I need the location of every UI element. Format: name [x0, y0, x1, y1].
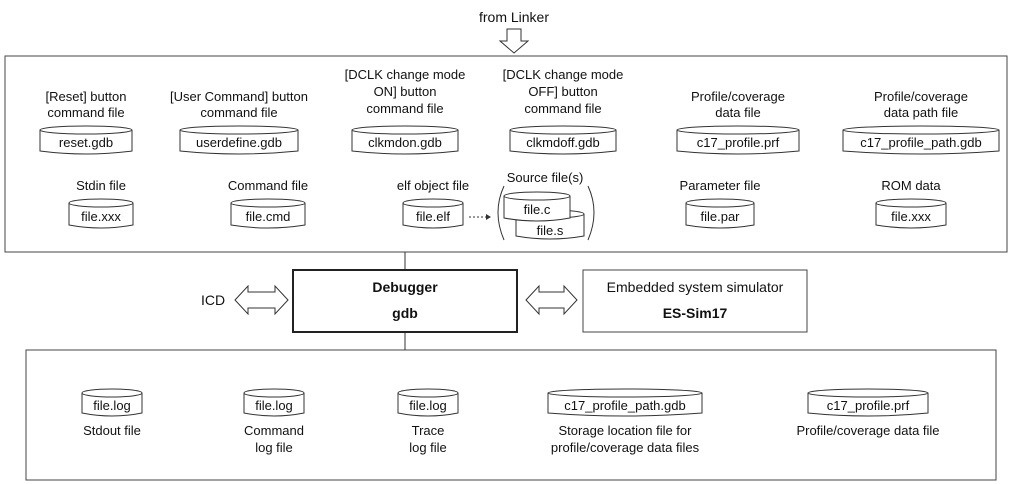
cylinder-icon	[230, 203, 306, 229]
file-name: clkmdon.gdb	[368, 135, 442, 150]
bottom-file-caption: Trace	[412, 423, 445, 438]
mid-file-caption: elf object file	[397, 178, 469, 193]
file-name: userdefine.gdb	[196, 135, 282, 150]
file-name: file.cmd	[246, 209, 291, 224]
file-name: c17_profile_path.gdb	[860, 135, 981, 150]
cylinder-icon	[68, 203, 134, 229]
source-caption: Source file(s)	[507, 170, 584, 185]
right-paren	[587, 185, 595, 241]
top-file-caption: command file	[200, 105, 277, 120]
top-file-0: [Reset] button command file reset.gdb	[39, 89, 133, 155]
file-name: file.log	[409, 398, 447, 413]
file-name: c17_profile_path.gdb	[564, 398, 685, 413]
mid-file-caption: Parameter file	[680, 178, 761, 193]
from-linker-label: from Linker	[479, 9, 549, 25]
simulator-title: Embedded system simulator	[607, 279, 784, 295]
file-name: reset.gdb	[59, 135, 113, 150]
top-file-caption: [User Command] button	[170, 89, 308, 104]
top-file-caption: data path file	[884, 105, 958, 120]
bottom-file-caption: profile/coverage data files	[551, 440, 700, 455]
bottom-file-caption: Storage location file for	[559, 423, 693, 438]
arrowhead-icon	[486, 214, 491, 220]
cylinder-icon	[503, 196, 571, 222]
cylinder-icon	[39, 130, 133, 155]
simulator-box	[582, 269, 808, 333]
double-arrow-icon	[525, 284, 578, 316]
cylinder-icon	[807, 393, 929, 417]
simulator-subtitle: ES-Sim17	[663, 305, 728, 321]
file-name: file.log	[93, 398, 131, 413]
cylinder-icon	[842, 130, 1000, 155]
mid-file-1: Command file file.cmd	[228, 178, 308, 229]
bottom-file-0: file.log Stdout file	[81, 388, 143, 438]
bottom-file-caption: Profile/coverage data file	[796, 423, 939, 438]
mid-file-4: ROM data file.xxx	[875, 178, 947, 229]
input-files-panel	[4, 55, 1008, 253]
icd-label: ICD	[201, 292, 225, 308]
top-file-5: Profile/coverage data path file c17_prof…	[842, 89, 1000, 155]
top-file-caption: Profile/coverage	[691, 89, 785, 104]
top-file-caption: command file	[366, 101, 443, 116]
bottom-file-caption: Stdout file	[83, 423, 141, 438]
bottom-file-caption: log file	[409, 440, 447, 455]
debugger-box	[292, 269, 518, 333]
top-file-caption: data file	[715, 105, 761, 120]
top-file-4: Profile/coverage data file c17_profile.p…	[676, 89, 800, 155]
top-file-caption: Profile/coverage	[874, 89, 968, 104]
cylinder-icon	[351, 130, 459, 155]
cylinder-icon	[509, 130, 617, 155]
top-file-3: [DCLK change mode OFF] button command fi…	[503, 67, 624, 155]
mid-file-0: Stdin file file.xxx	[68, 178, 134, 229]
down-arrow-icon	[498, 28, 530, 54]
file-name: file.xxx	[891, 209, 931, 224]
mid-file-caption: Stdin file	[76, 178, 126, 193]
mid-file-caption: ROM data	[881, 178, 941, 193]
file-name: c17_profile.prf	[827, 398, 910, 413]
cylinder-icon	[685, 203, 755, 229]
file-name: file.xxx	[81, 209, 121, 224]
cylinder-icon	[402, 203, 464, 229]
double-arrow-icon	[234, 284, 289, 316]
top-file-caption: command file	[47, 105, 124, 120]
mid-file-3: Parameter file file.par	[680, 178, 761, 229]
top-file-caption: command file	[524, 101, 601, 116]
cylinder-icon	[243, 393, 305, 417]
top-file-caption: [Reset] button	[46, 89, 127, 104]
debugger-subtitle: gdb	[392, 305, 418, 321]
file-name: file.s	[537, 223, 564, 238]
bottom-file-4: c17_profile.prf Profile/coverage data fi…	[796, 388, 940, 438]
mid-file-caption: Command file	[228, 178, 308, 193]
bottom-file-2: file.log Trace log file	[397, 388, 459, 455]
file-name: file.par	[700, 209, 740, 224]
cylinder-icon	[875, 203, 947, 229]
bottom-file-3: c17_profile_path.gdb Storage location fi…	[547, 388, 703, 455]
file-name: file.log	[255, 398, 293, 413]
top-file-caption: ON] button	[374, 84, 437, 99]
file-name: c17_profile.prf	[697, 135, 780, 150]
left-paren	[497, 185, 505, 241]
bottom-file-1: file.log Command log file	[243, 388, 305, 455]
top-file-caption: [DCLK change mode	[503, 67, 624, 82]
top-file-caption: [DCLK change mode	[345, 67, 466, 82]
cylinder-icon	[397, 393, 459, 417]
cylinder-icon	[547, 393, 703, 417]
bottom-file-caption: log file	[255, 440, 293, 455]
top-file-2: [DCLK change mode ON] button command fil…	[345, 67, 466, 155]
file-name: clkmdoff.gdb	[526, 135, 599, 150]
cylinder-icon	[179, 130, 299, 155]
file-name: file.c	[524, 202, 551, 217]
top-file-1: [User Command] button command file userd…	[170, 89, 308, 155]
source-files: Source file(s) file.s file.c	[497, 170, 595, 241]
cylinder-icon	[81, 393, 143, 417]
bottom-file-caption: Command	[244, 423, 304, 438]
file-name: file.elf	[416, 209, 450, 224]
cylinder-icon	[676, 130, 800, 155]
debugger-title: Debugger	[372, 279, 438, 295]
top-file-caption: OFF] button	[528, 84, 597, 99]
mid-file-2: elf object file file.elf	[397, 178, 469, 229]
